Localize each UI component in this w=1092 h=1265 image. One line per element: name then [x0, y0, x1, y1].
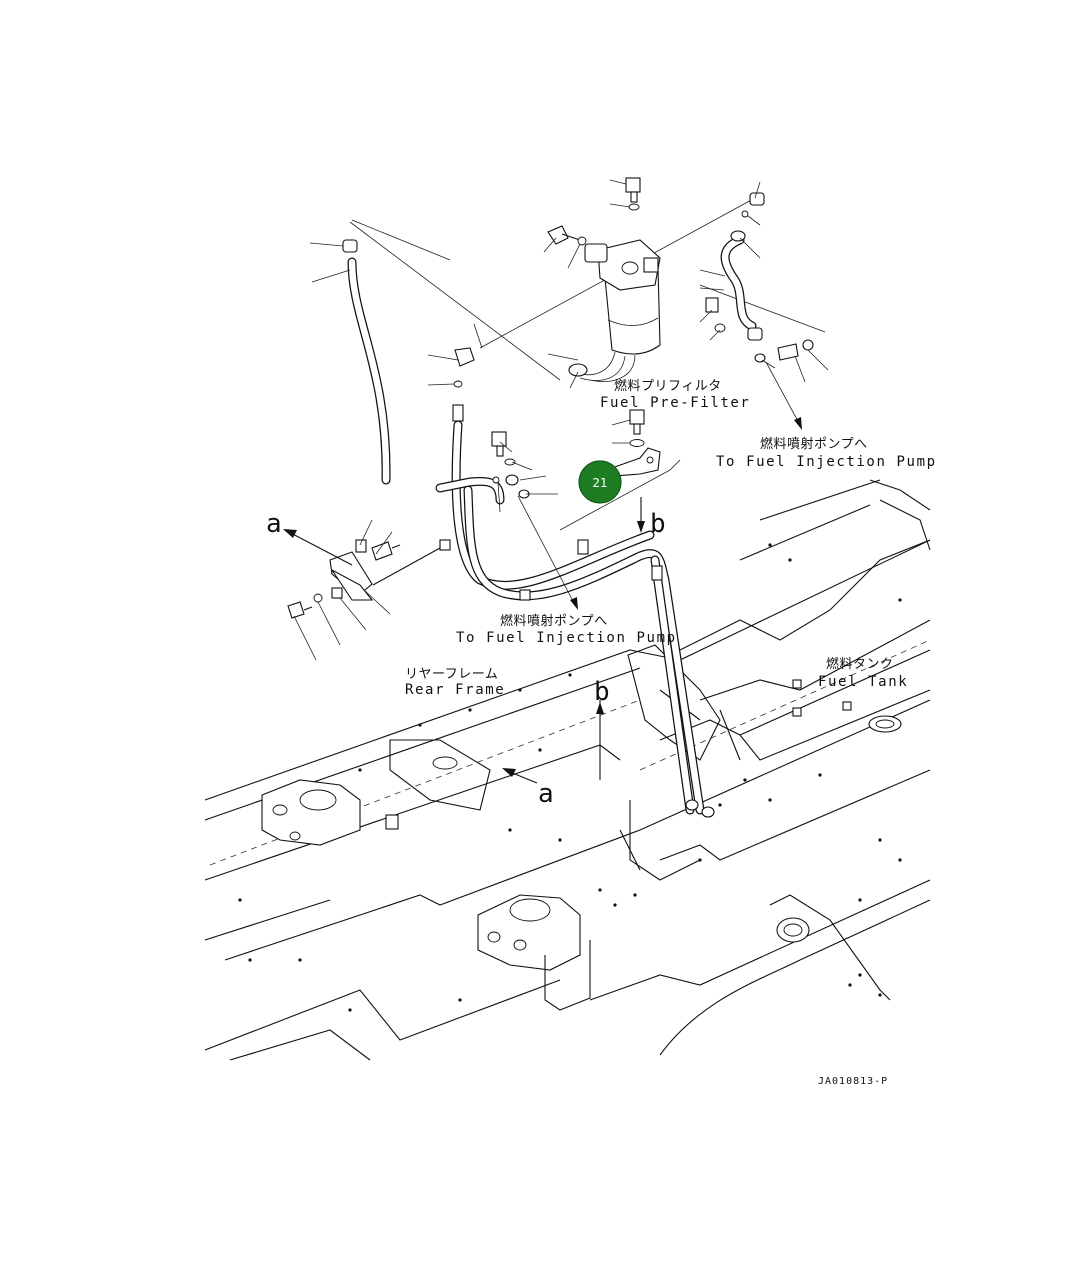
pump-lower-label-en: To Fuel Injection Pump	[456, 630, 677, 646]
drawing-code: JA010813-P	[818, 1076, 888, 1087]
rear-frame-label-jp: リヤーフレーム	[405, 667, 498, 682]
fuel-prefilter-drawing	[349, 177, 826, 531]
pump-upper-label-jp: 燃料噴射ポンプへ	[760, 436, 868, 452]
prefilter-label-jp: 燃料プリフィルタ	[614, 378, 722, 394]
rear-frame-label-en: Rear Frame	[405, 682, 505, 698]
pump-upper-label-en: To Fuel Injection Pump	[716, 454, 937, 470]
rear-frame-drawing	[204, 479, 931, 1061]
rear-frame-label: リヤーフレーム Rear Frame	[405, 667, 505, 698]
left-bracket-drawing	[283, 497, 645, 619]
view-letter-b-bottom: b	[594, 677, 610, 707]
prefilter-label-en: Fuel Pre-Filter	[600, 395, 750, 411]
view-letter-a-bottom: a	[538, 779, 554, 809]
fuel-tank-label-en: Fuel Tank	[818, 674, 908, 690]
fuel-hoses-drawing	[435, 347, 715, 818]
injection-pump-label-upper: 燃料噴射ポンプへ To Fuel Injection Pump	[716, 436, 937, 470]
fuel-tank-label: 燃料タンク Fuel Tank	[818, 656, 908, 690]
pump-lower-label-jp: 燃料噴射ポンプへ	[500, 613, 608, 629]
view-letter-b-top: b	[650, 509, 666, 539]
breather-tube-drawing	[342, 239, 391, 485]
fuel-tank-label-jp: 燃料タンク	[826, 656, 894, 672]
injection-pump-label-lower: 燃料噴射ポンプへ To Fuel Injection Pump	[456, 613, 677, 646]
view-letter-a-top: a	[266, 509, 282, 539]
callout-21-number: 21	[592, 476, 607, 490]
callout-21[interactable]: 21	[578, 460, 622, 504]
leader-lines	[293, 179, 829, 661]
callout-21-badge[interactable]	[578, 460, 622, 504]
prefilter-label: 燃料プリフィルタ Fuel Pre-Filter	[600, 378, 750, 411]
